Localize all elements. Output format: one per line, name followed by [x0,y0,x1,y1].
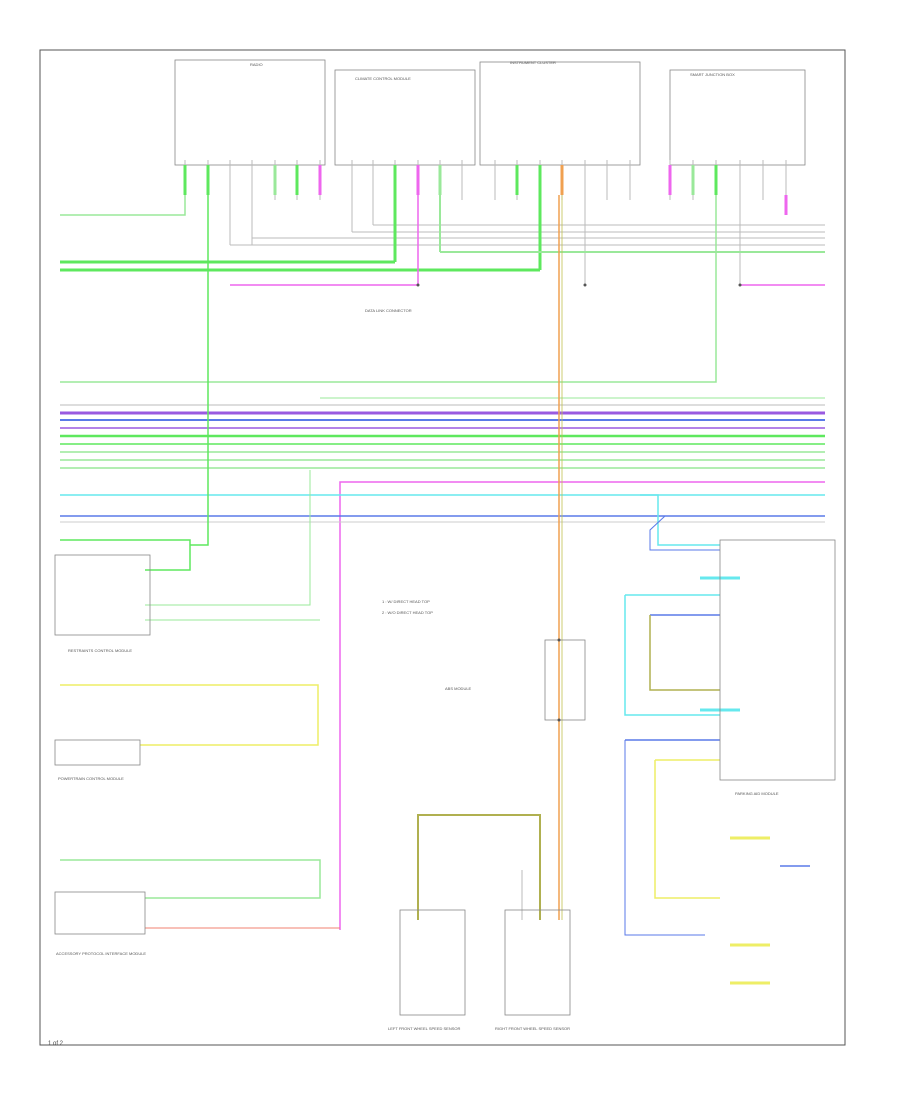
label-cluster: INSTRUMENT CLUSTER [510,60,556,65]
wheel-sensor-wires [417,814,541,920]
label-junction-box: SMART JUNCTION BOX [690,72,735,77]
legend-note-1: 1 : W/ DIRECT HEAD TOP [382,599,430,604]
label-right-wheel-sensor: RIGHT FRONT WHEEL SPEED SENSOR [495,1026,570,1031]
horizontal-wires [60,195,825,930]
hvac-box [334,69,476,166]
label-parking-aid: PARKING AID MODULE [735,791,779,796]
radio-box [174,59,326,166]
label-restraints: RESTRAINTS CONTROL MODULE [68,648,132,653]
left-modules [54,539,836,1016]
gray-harness-lines [229,200,825,285]
legend-note-2: 2 : W/O DIRECT HEAD TOP [382,610,433,615]
vertical-wires [60,195,563,929]
diagram-frame [39,49,846,1046]
label-abs: ABS MODULE [445,686,472,691]
cluster-box [479,61,641,166]
junction-box [669,69,806,166]
label-pcm: POWERTRAIN CONTROL MODULE [58,776,124,781]
label-radio: RADIO [250,62,263,67]
connector-dots [416,283,742,722]
label-data-link: DATA LINK CONNECTOR [365,308,412,313]
label-accessory: ACCESSORY PROTOCOL INTERFACE MODULE [56,951,146,956]
label-left-wheel-sensor: LEFT FRONT WHEEL SPEED SENSOR [388,1026,460,1031]
figure-number: 1 of 2 [48,1041,64,1047]
right-module-wires [624,494,810,985]
top-wire-stubs [183,165,788,215]
label-hvac: CLIMATE CONTROL MODULE [355,76,411,81]
